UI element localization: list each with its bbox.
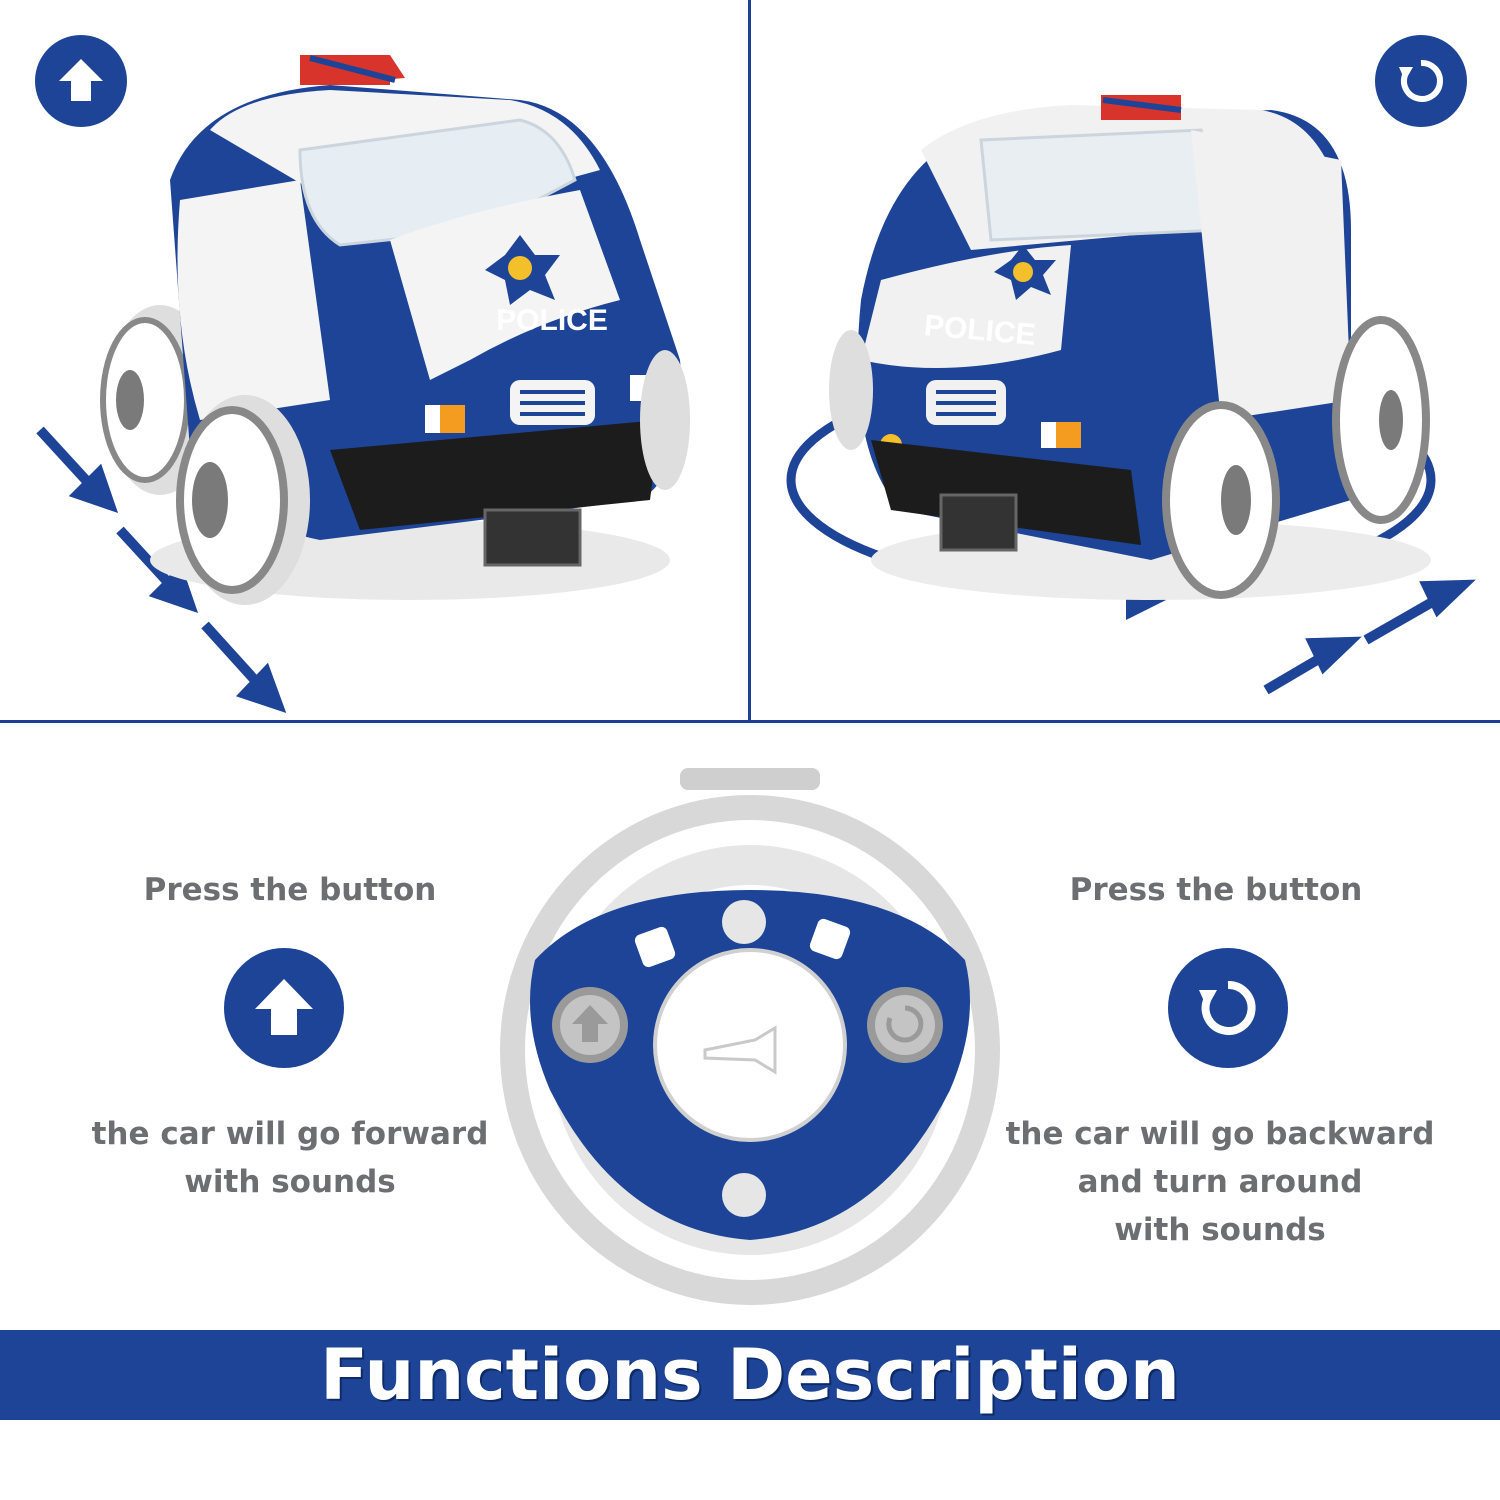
steering-wheel-remote (480, 760, 1020, 1320)
forward-caption-heading: Press the button (143, 872, 437, 908)
forward-button[interactable] (552, 987, 628, 1063)
music-button[interactable] (808, 917, 852, 961)
banner-title: Functions Description (320, 1334, 1180, 1416)
backward-caption-line-1: the car will go backward (1005, 1116, 1435, 1152)
backward-caption-line-3: with sounds (1114, 1212, 1326, 1248)
police-car: POLICE (100, 55, 690, 605)
functions-banner: Functions Description (0, 1330, 1500, 1420)
backward-caption-body: the car will go backward and turn around… (990, 1110, 1450, 1254)
story-button[interactable] (633, 925, 677, 969)
horn-button[interactable] (653, 948, 847, 1142)
forward-caption-line-2: with sounds (184, 1164, 396, 1200)
backward-caption-heading: Press the button (1069, 872, 1363, 908)
backward-demo-panel: POLICE (751, 0, 1500, 720)
mute-button[interactable] (722, 1173, 766, 1217)
forward-caption-body: the car will go forward with sounds (70, 1110, 510, 1206)
forward-demo-panel: POLICE (0, 0, 748, 720)
police-car-rear: POLICE (829, 95, 1431, 600)
forward-caption-line-1: the car will go forward (91, 1116, 489, 1152)
backward-caption-line-2: and turn around (1077, 1164, 1363, 1200)
forward-arrows (36, 426, 287, 714)
rotate-arrow-icon (1375, 35, 1467, 127)
backward-arrows (1263, 579, 1476, 695)
arrow-up-icon (224, 948, 344, 1068)
horizontal-divider (0, 720, 1500, 723)
sound-button[interactable] (722, 900, 766, 944)
car-police-label: POLICE (496, 304, 608, 337)
turn-button[interactable] (867, 987, 943, 1063)
vertical-divider (748, 0, 751, 721)
police-car-backward-illustration: POLICE (786, 95, 1476, 695)
police-car-forward-illustration: POLICE (36, 55, 690, 714)
rotate-icon (1168, 948, 1288, 1068)
forward-arrow-icon (35, 35, 127, 127)
